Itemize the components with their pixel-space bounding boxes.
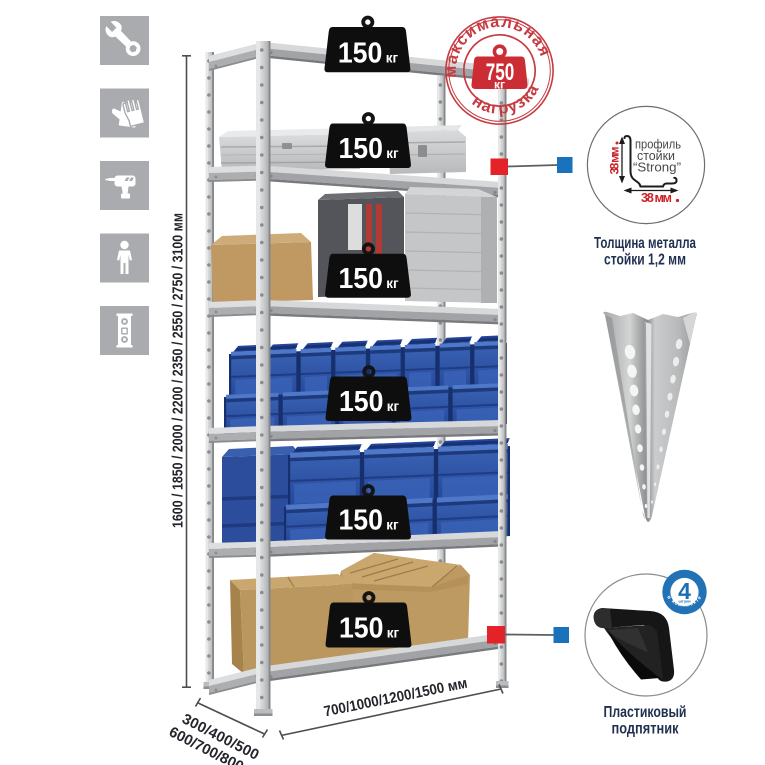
svg-text:кг: кг — [386, 146, 399, 161]
svg-text:кг: кг — [387, 399, 400, 414]
svg-text:профиль: профиль — [635, 137, 681, 152]
svg-text:150: 150 — [338, 263, 383, 295]
svg-text:38 мм: 38 мм — [641, 190, 672, 205]
svg-text:кг: кг — [387, 626, 400, 641]
svg-text:150: 150 — [339, 386, 384, 418]
svg-text:4: 4 — [678, 578, 691, 604]
svg-text:кг: кг — [386, 518, 399, 533]
svg-text:150: 150 — [338, 505, 383, 537]
svg-text:150: 150 — [338, 38, 383, 70]
svg-text:подпятник: подпятник — [612, 721, 679, 738]
svg-text:150: 150 — [338, 133, 383, 165]
svg-text:Толщина металла: Толщина металла — [594, 235, 696, 252]
svg-text:кг: кг — [494, 78, 505, 92]
svg-text:штуки: штуки — [678, 599, 691, 604]
svg-text:Пластиковый: Пластиковый — [604, 704, 687, 721]
svg-text:150: 150 — [339, 613, 384, 645]
svg-text:“Strong”: “Strong” — [633, 160, 681, 175]
svg-text:кг: кг — [386, 276, 399, 291]
svg-text:700/1000/1200/1500 мм: 700/1000/1200/1500 мм — [323, 676, 469, 721]
svg-text:стойки: стойки — [637, 148, 675, 163]
svg-text:38 мм: 38 мм — [608, 147, 622, 175]
svg-text:стойки 1,2 мм: стойки 1,2 мм — [604, 252, 686, 269]
svg-text:750: 750 — [486, 59, 515, 86]
svg-text:1600 / 1850 / 2000 / 2200 / 23: 1600 / 1850 / 2000 / 2200 / 2350 / 2550 … — [171, 213, 187, 528]
svg-text:кг: кг — [386, 51, 399, 66]
